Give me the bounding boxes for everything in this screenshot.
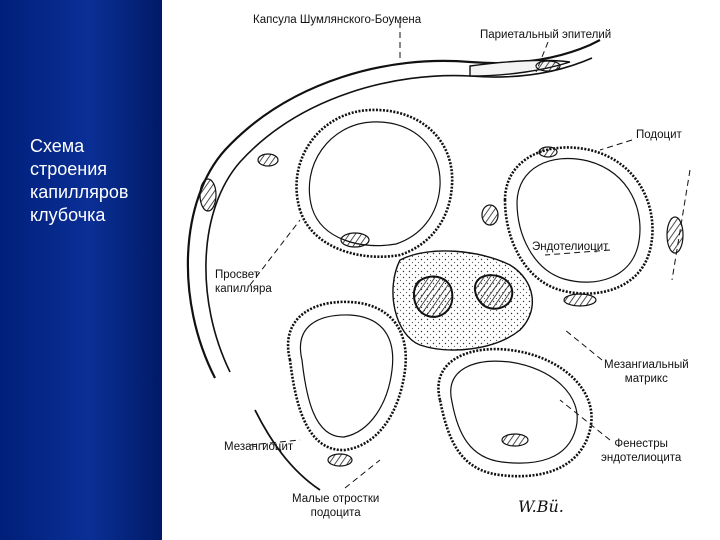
capillary-loops (286, 108, 654, 478)
label-line: Фенестры (614, 438, 668, 450)
bowman-capsule (186, 39, 601, 491)
label-line: подоцита (310, 507, 361, 519)
label-line: Мезангиальный (604, 359, 689, 371)
slide-sidebar (0, 0, 162, 540)
label-podocyte: Подоцит (636, 129, 682, 141)
title-line: строения (30, 159, 108, 179)
label-line: капилляра (215, 283, 272, 295)
label-endotheliocyte: Эндотелиоцит (532, 241, 609, 253)
title-line: клубочка (30, 205, 106, 225)
label-parietal-epithelium: Париетальный эпителий (480, 29, 612, 41)
label-line: Малые отростки (292, 493, 380, 505)
cell-nuclei (257, 146, 684, 467)
signature: W.Bü. (518, 497, 564, 516)
slide-title: Схема строения капилляров клубочка (30, 135, 128, 227)
label-small-podocyte-processes: Малые отростки подоцита (292, 492, 379, 520)
label-pointers (249, 22, 691, 489)
label-mesangiocyte: Мезангиоцит (224, 441, 294, 453)
title-line: капилляров (30, 182, 129, 202)
label-line: эндотелиоцита (601, 452, 682, 464)
glomerulus-diagram: W.Bü. (186, 22, 691, 516)
label-fenestrae: Фенестры эндотелиоцита (601, 437, 681, 465)
title-line: Схема (30, 136, 85, 156)
label-line: матрикс (624, 373, 668, 385)
mesangium (392, 250, 534, 351)
label-capsule: Капсула Шумлянского-Боумена (253, 14, 422, 26)
label-mesangial-matrix: Мезангиальный матрикс (604, 358, 689, 386)
label-capillary-lumen: Просвет капилляра (215, 268, 272, 296)
label-line: Просвет (215, 269, 260, 281)
